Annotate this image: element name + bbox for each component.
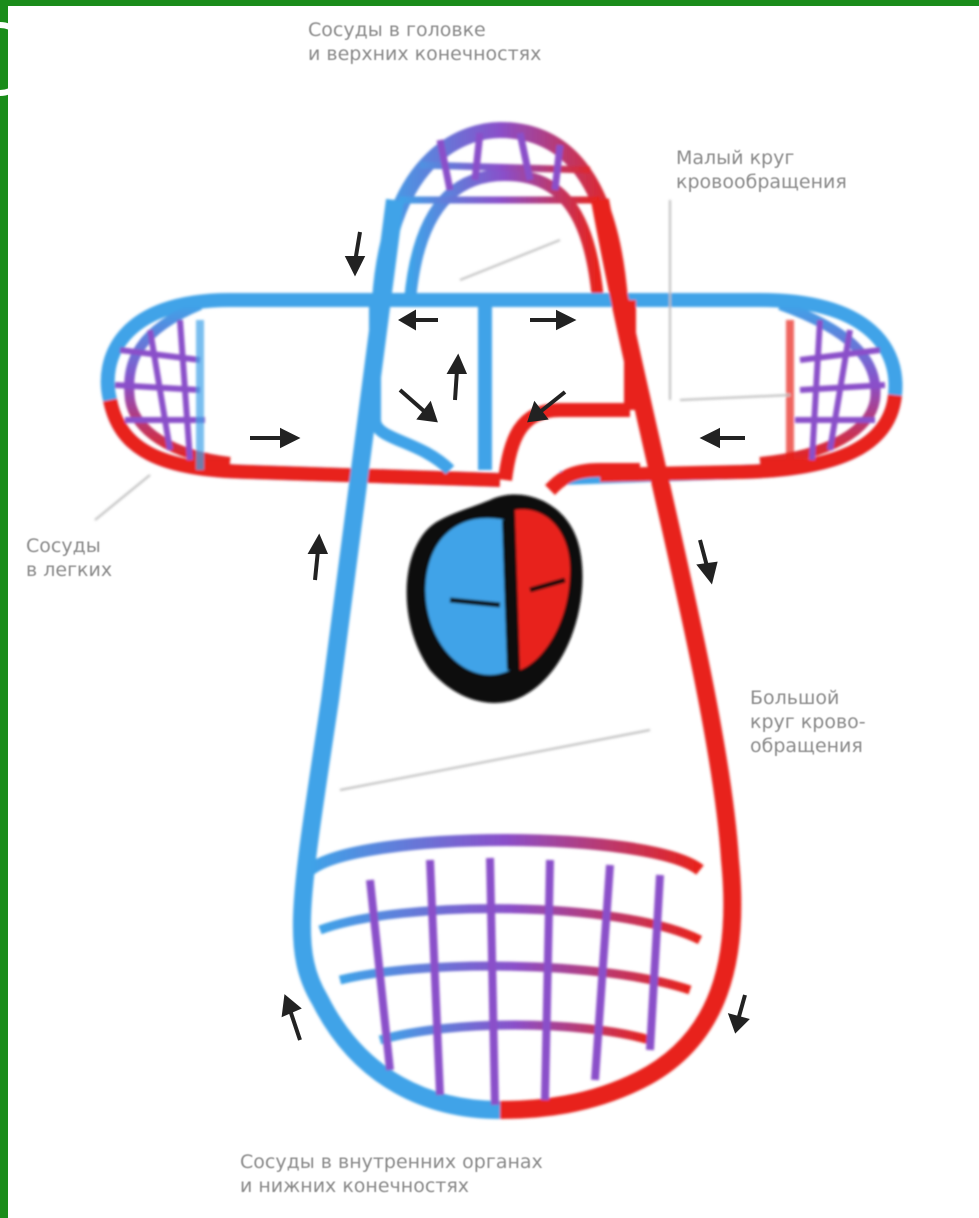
label-line: обращения (750, 734, 866, 758)
arrow-icon (450, 358, 464, 400)
arrow-icon (704, 431, 745, 445)
label-line: Сосуды в головке (308, 18, 541, 42)
label-line: Большой (750, 686, 866, 710)
label-head-vessels: Сосуды в головке и верхних конечностях (308, 18, 541, 66)
label-line: и нижних конечностях (240, 1174, 543, 1198)
arrow-icon (731, 995, 746, 1030)
heart (407, 494, 583, 703)
arrow-icon (530, 313, 572, 327)
arrow-icon (700, 540, 715, 580)
label-line: и верхних конечностях (308, 42, 541, 66)
label-line: в легких (26, 558, 112, 582)
label-line: круг крово- (750, 710, 866, 734)
arrow-icon (348, 232, 362, 272)
arrow-icon (284, 998, 300, 1040)
label-big-circle: Большой круг крово- обращения (750, 686, 866, 758)
label-lung-vessels: Сосуды в легких (26, 534, 112, 582)
arrow-icon (311, 538, 325, 580)
label-internal-vessels: Сосуды в внутренних органах и нижних кон… (240, 1150, 543, 1198)
label-line: кровообращения (676, 170, 847, 194)
head-capillary-loop (380, 130, 620, 300)
arrow-icon (402, 313, 438, 327)
arrow-icon (250, 431, 296, 445)
label-line: Сосуды (26, 534, 112, 558)
label-line: Сосуды в внутренних органах (240, 1150, 543, 1174)
label-line: Малый круг (676, 146, 847, 170)
label-small-circle: Малый круг кровообращения (676, 146, 847, 194)
arrow-icon (400, 390, 435, 420)
